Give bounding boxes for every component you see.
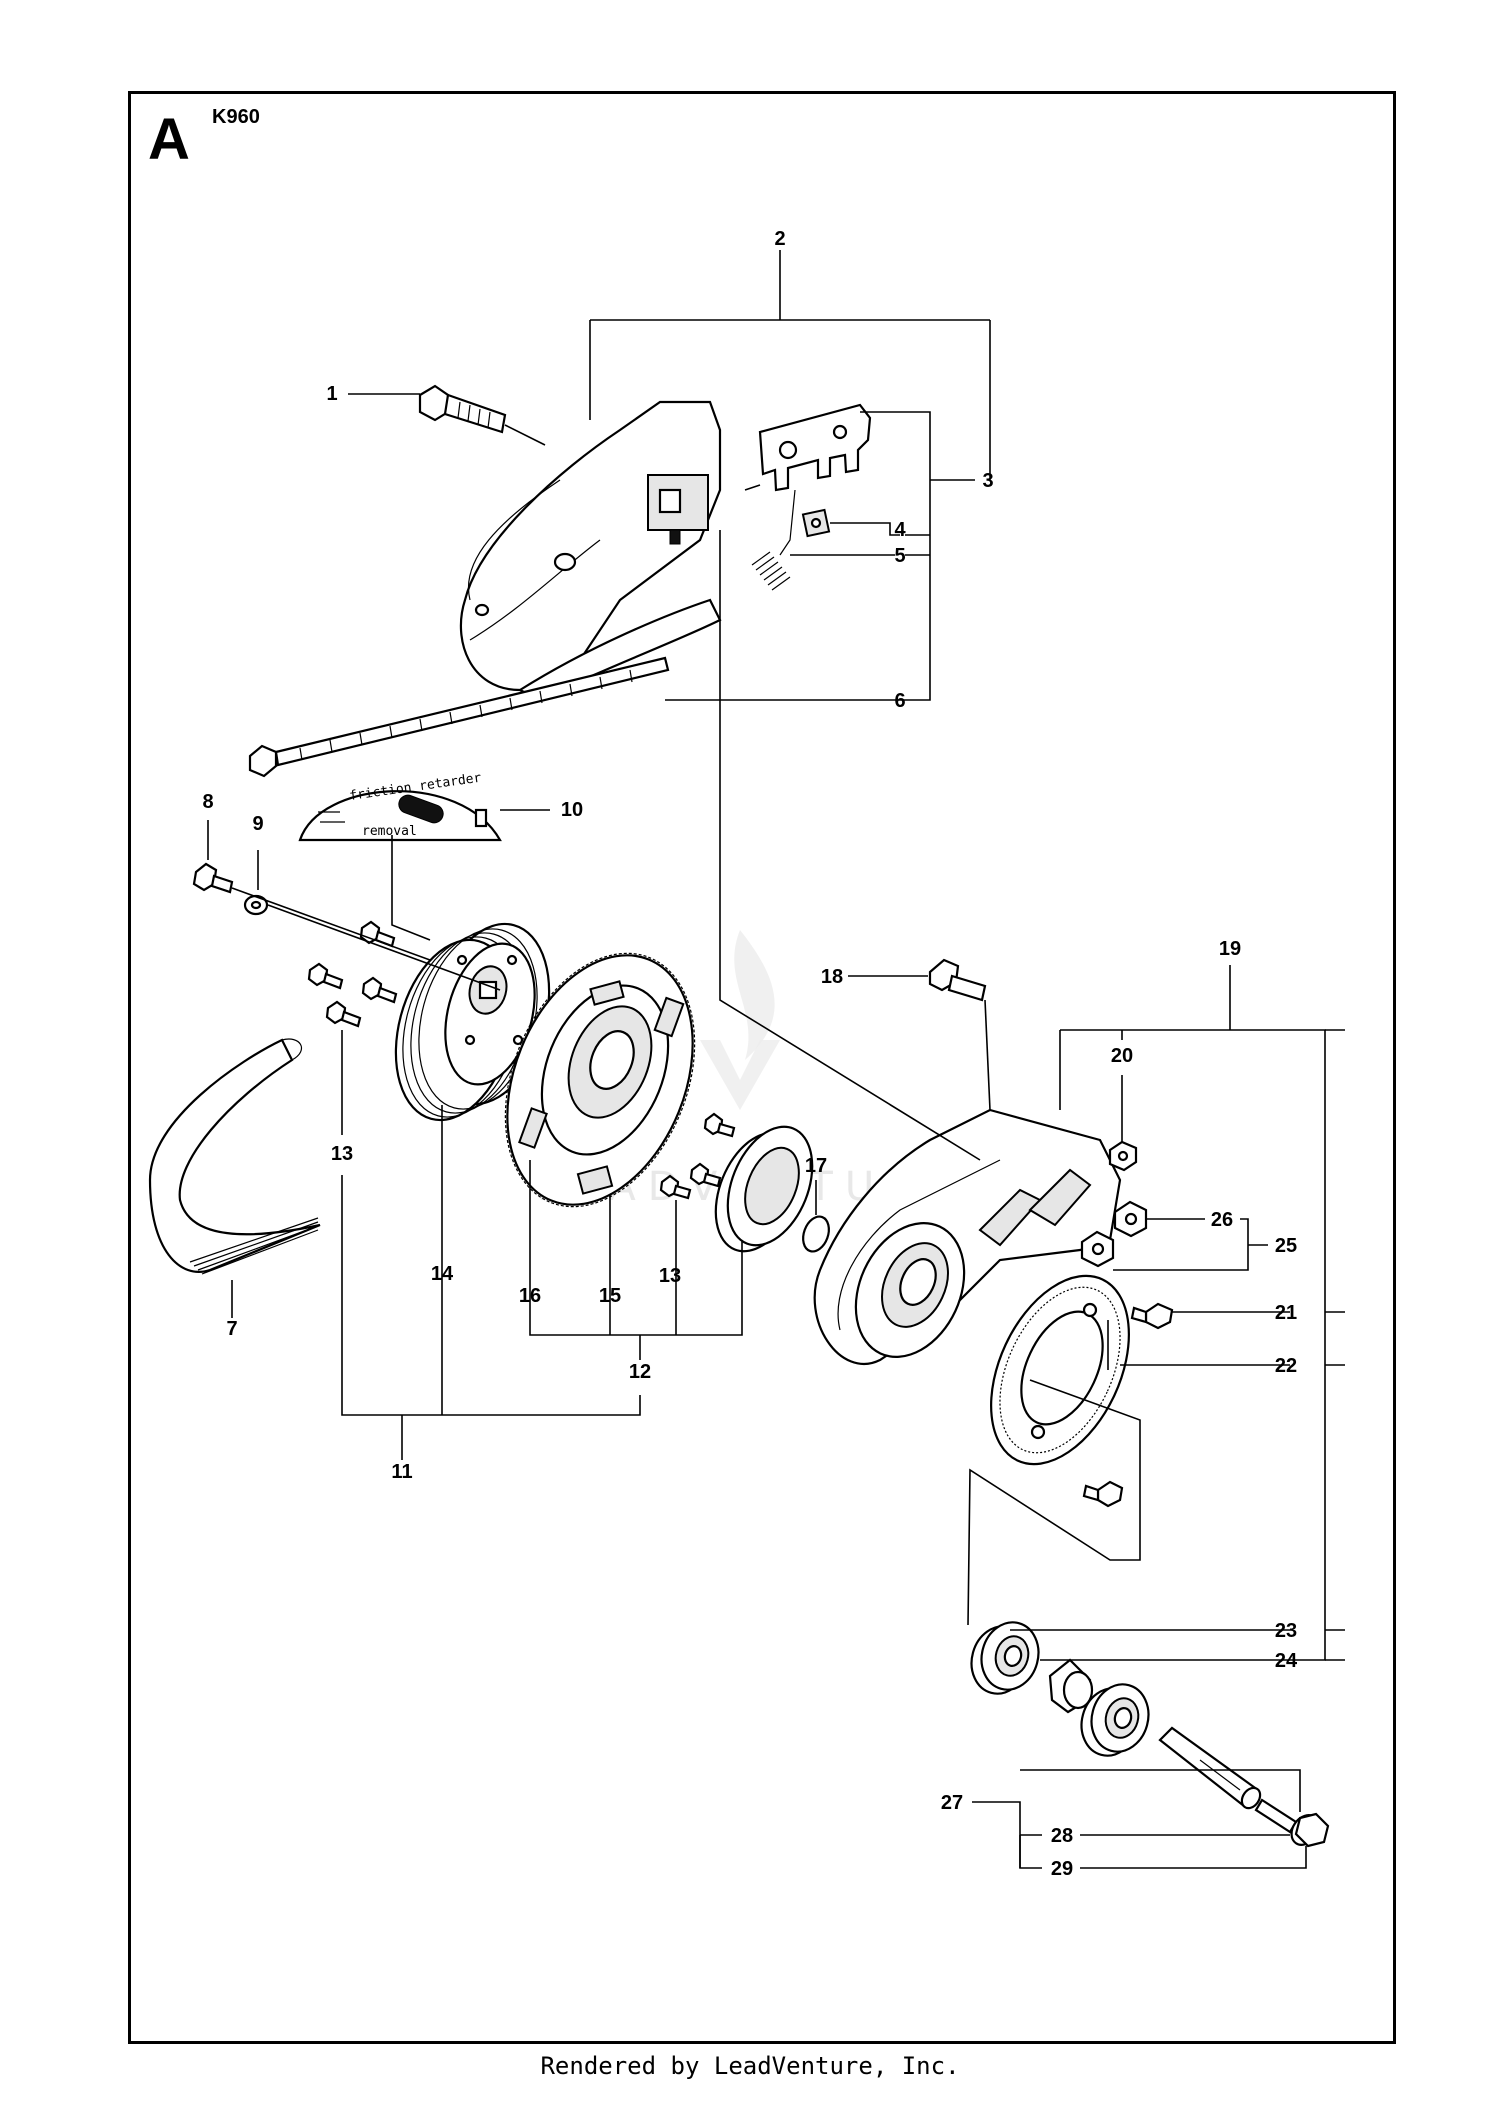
callout-5: 5 [894, 545, 905, 567]
callout-8: 8 [202, 791, 213, 813]
callout-24: 24 [1275, 1650, 1298, 1672]
callout-20: 20 [1111, 1045, 1133, 1067]
part-8-screw [192, 862, 234, 894]
callout-10: 10 [561, 799, 583, 821]
part-6-long-screw [248, 656, 670, 778]
callout-1: 1 [326, 383, 337, 405]
callout-23: 23 [1275, 1620, 1297, 1642]
model-label: K960 [212, 106, 260, 128]
callout-12: 12 [629, 1361, 651, 1383]
callout-13-left: 13 [331, 1143, 353, 1165]
part-23-bearing [970, 1621, 1040, 1695]
section-letter: A [148, 107, 190, 172]
callout-2: 2 [774, 228, 785, 250]
callout-15: 15 [599, 1285, 621, 1307]
callout-28: 28 [1051, 1825, 1073, 1847]
part-22-friction-ring [990, 1274, 1130, 1466]
callout-21: 21 [1275, 1302, 1297, 1324]
callout-26: 26 [1211, 1209, 1233, 1231]
callout-29: 29 [1051, 1858, 1073, 1880]
callout-4: 4 [894, 519, 906, 541]
diagram-frame [128, 91, 1396, 2044]
part-23-bearing-2 [1080, 1683, 1150, 1757]
footer-credit: Rendered by LeadVenture, Inc. [540, 2052, 960, 2080]
callout-3: 3 [982, 470, 993, 492]
callout-25: 25 [1275, 1235, 1297, 1257]
part-1-bolt [418, 384, 507, 434]
part-24-spacer [1048, 1658, 1094, 1714]
callout-19: 19 [1219, 938, 1241, 960]
part-5-spring [751, 489, 796, 591]
callout-27: 27 [941, 1792, 963, 1814]
callout-14: 14 [431, 1263, 454, 1285]
callout-22: 22 [1275, 1355, 1297, 1377]
part-27-shaft [1158, 1726, 1262, 1810]
part-26-nut [1113, 1200, 1148, 1238]
callout-11: 11 [391, 1461, 412, 1483]
part-4-square-nut [801, 508, 831, 538]
callout-16: 16 [519, 1285, 541, 1307]
callout-17: 17 [805, 1155, 827, 1177]
callout-labels: 1 2 3 4 5 6 7 8 9 10 11 12 13 13 14 15 1… [202, 228, 1298, 1880]
part-10-decal: friction retarder removal [298, 771, 502, 842]
part-29-bolt [1254, 1798, 1330, 1848]
part-13-screws-right [659, 1112, 736, 1200]
part-17-o-ring [802, 1215, 830, 1253]
part-21-screw [1130, 1302, 1174, 1330]
part-12-friction-assembly [504, 952, 696, 1208]
part-19-housing [813, 1108, 1122, 1366]
callout-13-right: 13 [659, 1265, 681, 1287]
leader-lines [207, 250, 1345, 1869]
callout-7: 7 [226, 1318, 237, 1340]
part-seal-housing [714, 1125, 814, 1253]
part-13-screws-left [307, 920, 398, 1028]
part-2-belt-guard [459, 400, 722, 702]
part-7-belt [148, 1038, 321, 1275]
part-22-screw [1082, 1480, 1124, 1508]
decal-line2: removal [362, 824, 417, 839]
part-3-plate [758, 403, 872, 492]
part-18-screw [928, 958, 987, 1002]
part-20-nut [1108, 1140, 1138, 1172]
part-25-nut [1080, 1230, 1115, 1268]
callout-18: 18 [821, 966, 843, 988]
callout-6: 6 [894, 690, 905, 712]
callout-9: 9 [252, 813, 263, 835]
